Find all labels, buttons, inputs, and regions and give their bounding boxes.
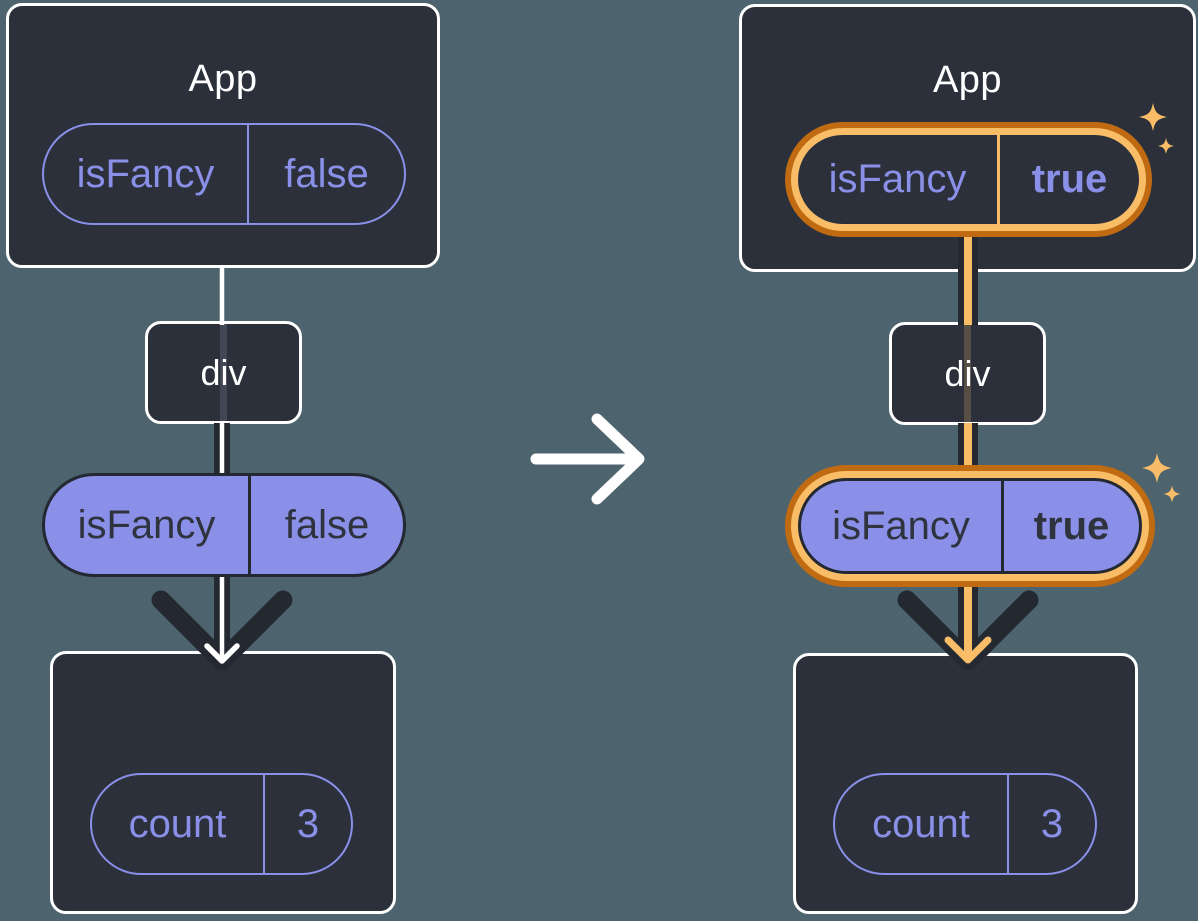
- passed-prop-pill-before: isFancy false: [42, 473, 406, 577]
- state-value: 3: [263, 775, 351, 873]
- sparkle-icon: [1163, 485, 1181, 503]
- app-prop-pill-after: isFancy true: [785, 122, 1152, 237]
- state-name: count: [128, 801, 227, 846]
- prop-name: isFancy: [77, 502, 216, 547]
- prop-flow-arrowhead-after: [897, 590, 1039, 671]
- prop-name: isFancy: [76, 151, 215, 196]
- counter-state-pill-after: count 3: [833, 773, 1097, 875]
- app-prop-pill-before: isFancy false: [42, 123, 406, 225]
- sparkle-icon: [1142, 453, 1172, 483]
- div-label: div: [944, 352, 991, 394]
- line-through-div: [220, 324, 227, 421]
- app-title: App: [932, 59, 1003, 101]
- transition-arrow-icon: [530, 413, 645, 505]
- div-card-before: div: [145, 321, 302, 424]
- prop-value: true: [1001, 481, 1139, 571]
- div-label: div: [200, 351, 247, 393]
- counter-state-pill-before: count 3: [90, 773, 353, 875]
- line-through-div: [964, 325, 971, 422]
- state-value: 3: [1007, 775, 1095, 873]
- prop-value: false: [248, 476, 403, 574]
- state-name: count: [872, 801, 970, 846]
- div-card-after: div: [889, 322, 1046, 425]
- prop-name: isFancy: [832, 503, 970, 548]
- prop-name: isFancy: [828, 157, 967, 201]
- prop-value: false: [247, 125, 404, 223]
- app-title: App: [188, 58, 258, 100]
- passed-prop-pill-after: isFancy true: [785, 465, 1155, 587]
- prop-value: true: [997, 135, 1139, 224]
